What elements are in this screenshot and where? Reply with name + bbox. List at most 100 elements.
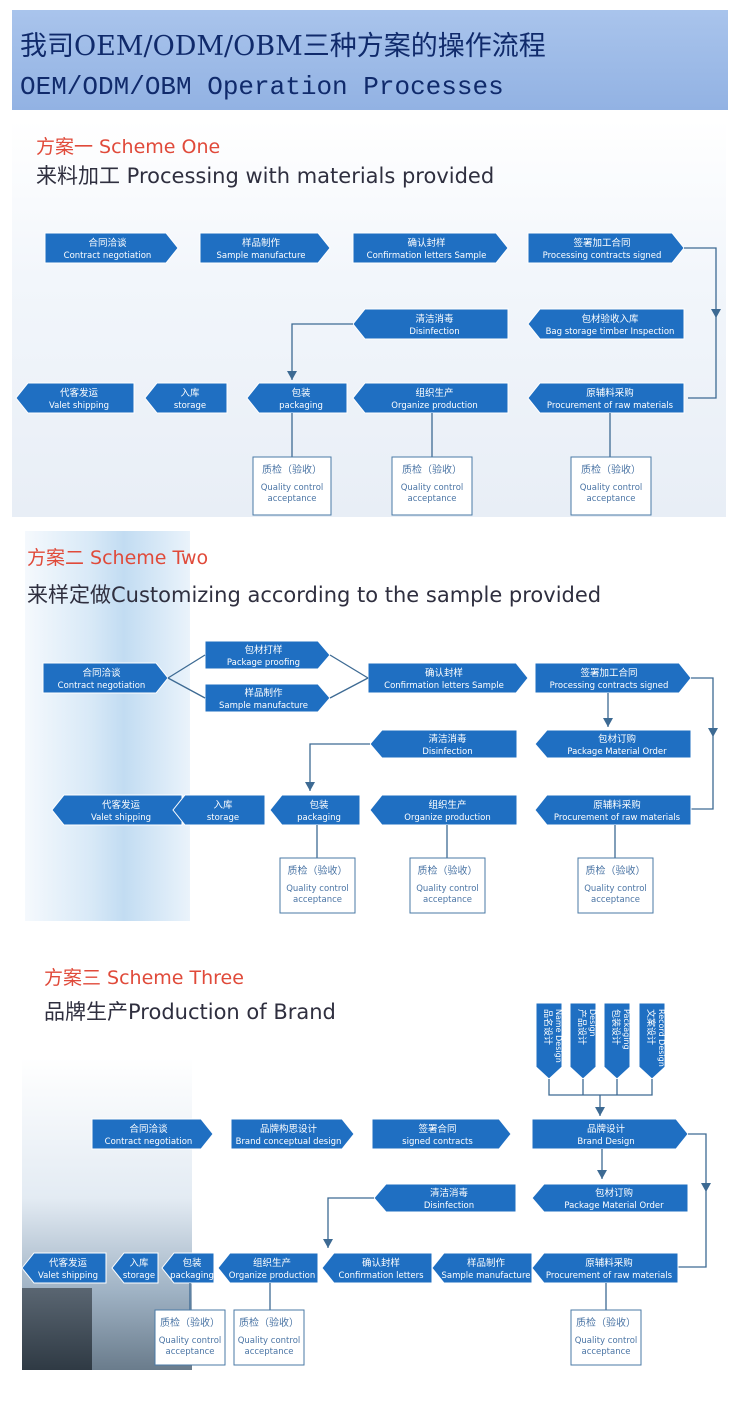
s3-package-order-arrow-shape — [531, 1183, 689, 1213]
s1-raw-materials-label-cn: 原辅料采购 — [586, 387, 634, 399]
s2-connector-right-head — [708, 728, 718, 737]
s1-valet-shipping-step: 代客发运 Valet shipping — [15, 382, 135, 414]
s2-package-order-label-en: Package Material Order — [567, 747, 667, 757]
s3-connector-right — [688, 1133, 707, 1192]
s3-storage-label-en: storage — [123, 1271, 155, 1281]
s2-package-order-label-cn: 包材订购 — [598, 733, 636, 745]
s1-valet-shipping-arrow-shape — [15, 382, 135, 414]
s3-qc-box-3-label-cn: 质检（验收） — [576, 1316, 636, 1329]
s3-connector-right-head — [701, 1183, 711, 1192]
s3-valet-shipping-label-en: Valet shipping — [38, 1271, 98, 1281]
s2-branch-up — [167, 654, 206, 679]
s1-confirmation-sample-arrow-shape — [352, 232, 509, 264]
s2-organize-production-label-en: Organize production — [404, 813, 490, 823]
s1-qc-box-1-label-en1: Quality control — [261, 483, 324, 493]
page-title-chinese: 我司OEM/ODM/OBM三种方案的操作流程 — [20, 31, 546, 62]
s1-valet-shipping-label-cn: 代客发运 — [60, 387, 99, 399]
s2-disinfection-label-cn: 清洁消毒 — [428, 733, 467, 745]
s2-qc-box-3-border — [577, 857, 654, 914]
s2-connector-left-head — [305, 782, 315, 791]
s3-product-design-label-cn: 产品设计 — [576, 1009, 588, 1045]
s2-raw-materials-label-cn: 原辅料采购 — [593, 799, 641, 811]
s3-disinfection-label-en: Disinfection — [424, 1201, 474, 1211]
s2-disinfection-arrow-shape — [369, 729, 518, 759]
s1-connector-left-head — [287, 371, 297, 380]
s3-organize-production-label-en: Organize production — [229, 1271, 315, 1281]
s2-organize-production-arrow-shape — [369, 794, 518, 826]
s3-signed-contracts-label-en: signed contracts — [402, 1137, 473, 1147]
s2-storage-arrow-shape — [172, 794, 266, 826]
s2-qc-box-1-border — [279, 857, 356, 914]
s2-qc-box-1-label-en1: Quality control — [286, 884, 349, 894]
s2-contract-negotiation-label-cn: 合同洽谈 — [82, 667, 121, 679]
decorative-machine-photo — [22, 1288, 92, 1370]
s1-packaging-label-en: packaging — [279, 401, 323, 411]
s3-contract-negotiation-arrow-shape — [91, 1118, 214, 1150]
s1-confirmation-sample-label-cn: 确认封样 — [407, 237, 445, 249]
s1-disinfection-arrow-shape — [352, 308, 509, 340]
s3-storage-label-cn: 入库 — [129, 1257, 149, 1269]
s2-package-proofing-label-cn: 包材打样 — [244, 644, 282, 656]
s1-bag-storage-label-en: Bag storage timber Inspection — [546, 327, 675, 337]
s2-qc-box-1-label-en2: acceptance — [293, 895, 342, 905]
s1-qc-box-3-label-cn: 质检（验收） — [581, 463, 641, 476]
s3-package-order-label-en: Package Material Order — [564, 1201, 664, 1211]
s2-merge-down — [329, 677, 369, 699]
scheme-two-panel: 方案二 Scheme Two 来样定做Customizing according… — [25, 531, 725, 921]
s3-confirmation-letters-label-cn: 确认封样 — [362, 1257, 400, 1269]
s3-raw-materials-label-en: Procurement of raw materials — [546, 1271, 673, 1281]
s3-sample-manufacture-arrow-shape — [431, 1252, 533, 1284]
s3-brand-concept-arrow-shape — [230, 1118, 355, 1150]
header-banner: 我司OEM/ODM/OBM三种方案的操作流程 OEM/ODM/OBM Opera… — [12, 10, 728, 110]
s2-processing-contracts-label-cn: 签署加工合同 — [580, 667, 637, 679]
s3-packaging-design-label-en: Packaging — [622, 1009, 631, 1050]
s2-packaging-arrow-shape — [269, 794, 361, 826]
s3-packaging-label-cn: 包装 — [182, 1257, 202, 1269]
s3-contract-negotiation-label-cn: 合同洽谈 — [129, 1123, 168, 1135]
s1-sample-manufacture-label-en: Sample manufacture — [217, 251, 306, 261]
s3-organize-production-arrow-shape — [217, 1252, 319, 1284]
s1-qc-box-3-border — [570, 456, 652, 516]
s2-processing-contracts-arrow-shape — [534, 662, 692, 694]
s3-qc-box-2-label-cn: 质检（验收） — [239, 1316, 299, 1329]
s1-valet-shipping-label-en: Valet shipping — [49, 401, 109, 411]
s3-product-design-arrow-shape — [569, 1002, 597, 1080]
s3-name-design-label-cn: 品名设计 — [542, 1009, 554, 1045]
scheme-one-subheading: 来料加工 Processing with materials provided — [36, 164, 495, 188]
s2-confirmation-sample-label-cn: 确认封样 — [425, 667, 463, 679]
s1-contract-negotiation-arrow-shape — [44, 232, 179, 264]
s2-sample-manufacture-label-en: Sample manufacture — [219, 701, 308, 711]
s3-packaging-design-arrow-shape — [603, 1002, 631, 1080]
s3-storage-step: 入库 storage — [111, 1252, 159, 1284]
scheme-three-heading: 方案三 Scheme Three — [44, 967, 244, 989]
s3-connector-right-bottom — [672, 1192, 707, 1268]
s1-storage-label-cn: 入库 — [180, 387, 200, 399]
s3-brand-design-arrow-shape — [531, 1118, 689, 1150]
s3-connector-left — [327, 1197, 374, 1248]
s2-disinfection-label-en: Disinfection — [422, 747, 472, 757]
s3-qc-box-1-label-en1: Quality control — [159, 1336, 222, 1346]
